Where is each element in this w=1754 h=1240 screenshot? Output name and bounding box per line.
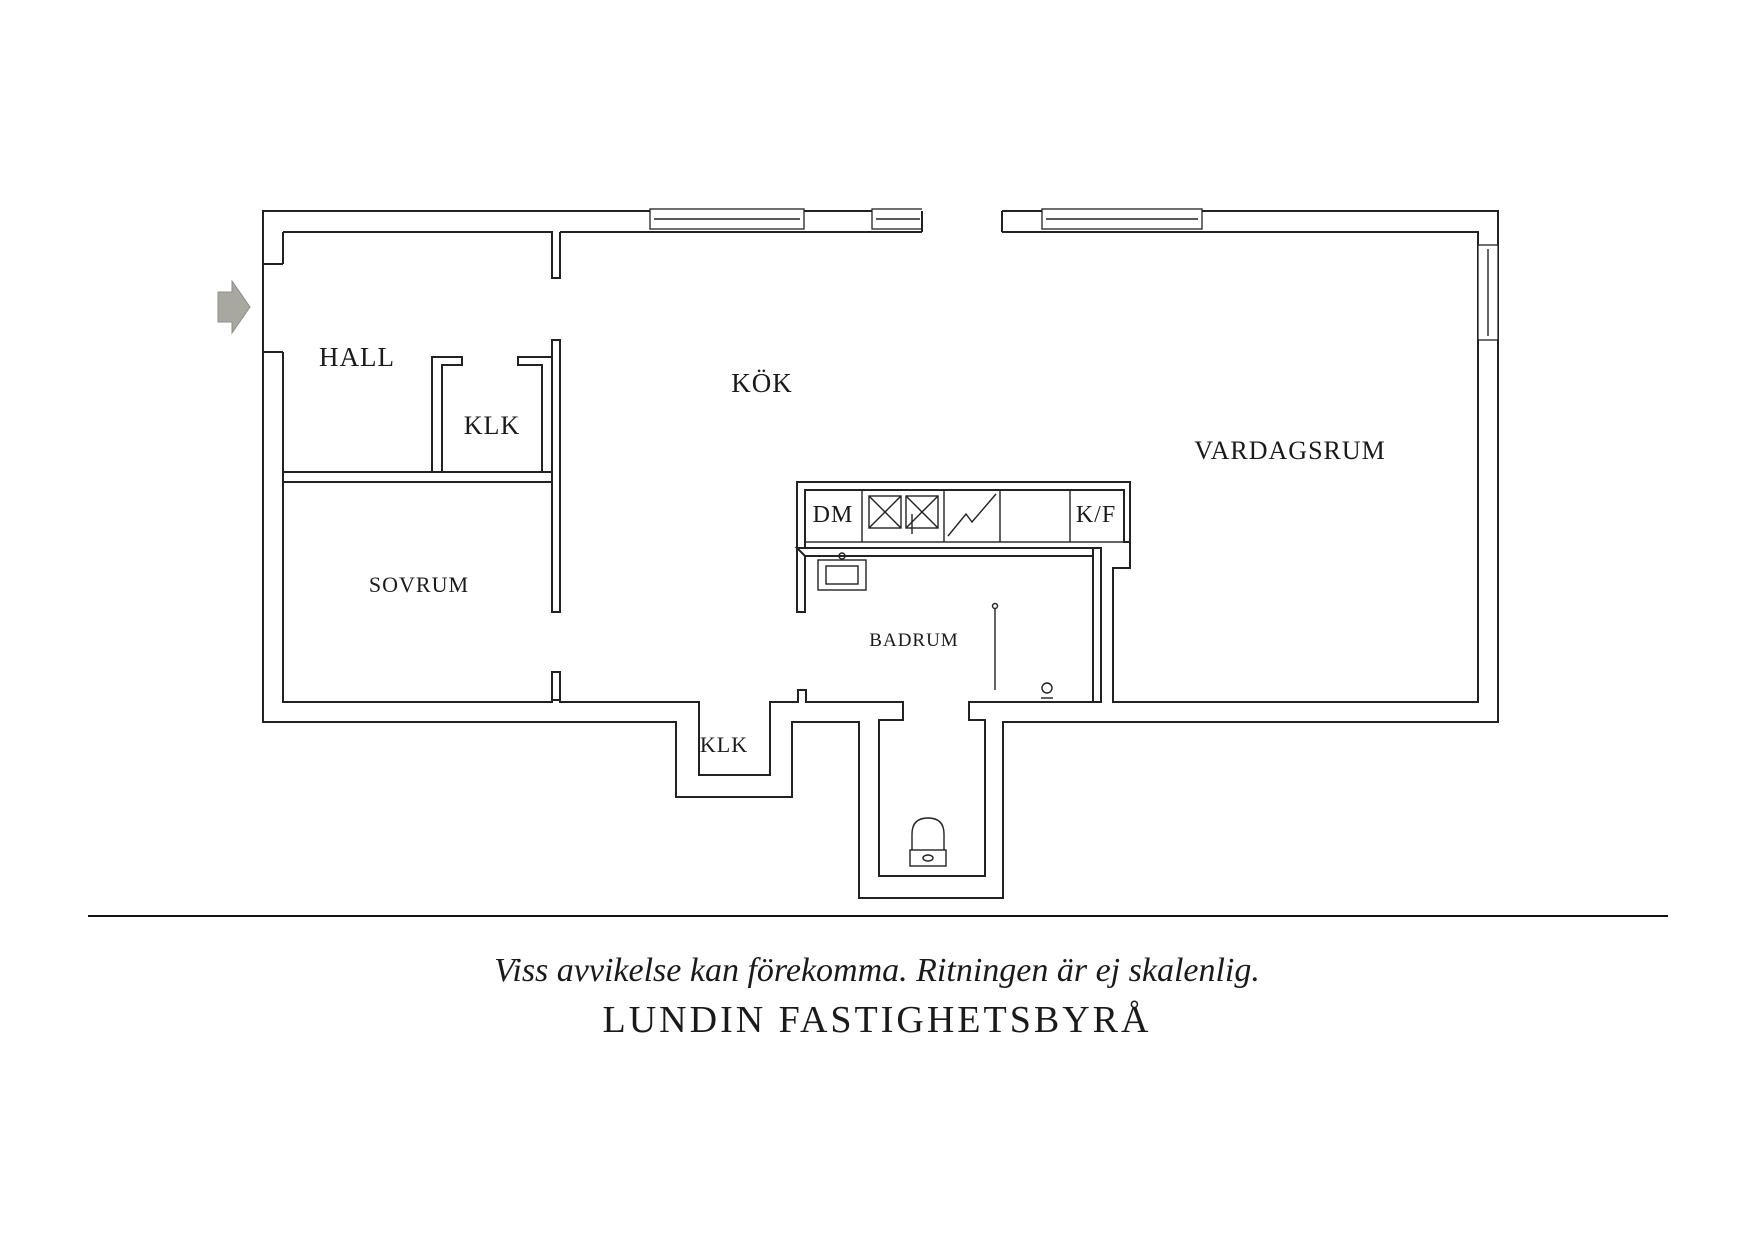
fixture-label-dishwasher: DM <box>813 502 854 528</box>
room-label-klk-upper: KLK <box>464 411 520 440</box>
room-label-sovrum: SOVRUM <box>369 572 469 597</box>
stove-icon <box>947 493 997 537</box>
toilet-icon <box>909 817 947 867</box>
room-label-vardagsrum: VARDAGSRUM <box>1194 436 1386 465</box>
sink-icon <box>817 552 867 591</box>
room-label-badrum: BADRUM <box>869 630 958 651</box>
sink-icon <box>868 495 939 534</box>
company-name: LUNDIN FASTIGHETSBYRÅ <box>602 999 1152 1041</box>
kitchen-counter <box>804 489 1125 543</box>
bathroom-fixtures <box>817 552 1053 867</box>
room-label-klk-lower: KLK <box>700 732 748 757</box>
room-label-hall: HALL <box>319 342 395 372</box>
entrance-arrow-icon <box>217 279 251 335</box>
fixture-label-fridge-freezer: K/F <box>1076 502 1116 528</box>
disclaimer-text: Viss avvikelse kan förekomma. Ritningen … <box>494 952 1260 989</box>
interior-walls <box>282 339 1131 703</box>
shower-icon <box>991 602 1053 699</box>
room-label-kok: KÖK <box>731 368 793 398</box>
windows <box>649 208 1499 341</box>
footer-divider <box>88 915 1668 917</box>
